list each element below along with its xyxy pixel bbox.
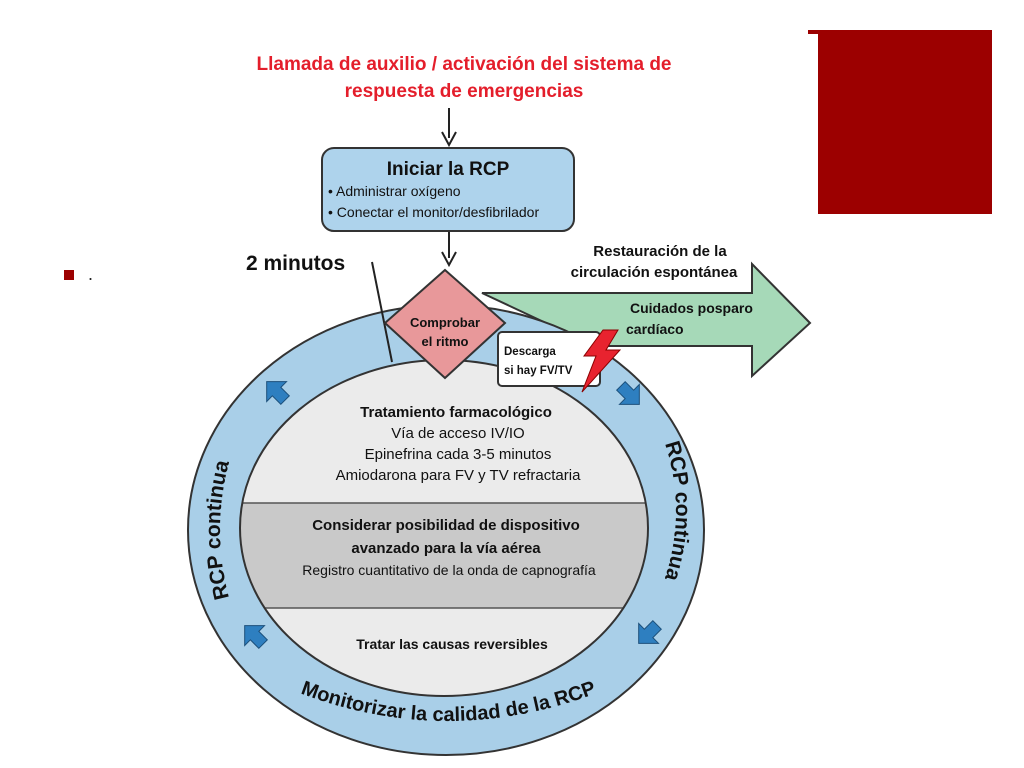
rhythm-check-diamond [383, 268, 507, 380]
slide-bullet: . [64, 264, 93, 285]
rosc-line2: circulación espontánea [571, 264, 738, 281]
bullet-square-icon [64, 269, 74, 280]
drug-therapy-title: Tratamiento farmacológico [360, 404, 552, 421]
arrow-downleft-right-icon [638, 619, 663, 644]
start-cpr-item-2: • Conectar el monitor/desfibrilador [328, 204, 539, 220]
rhythm-check-line1: Comprobar [410, 315, 480, 330]
red-block-notch [808, 30, 818, 34]
post-arrest-line1: Cuidados posparo [630, 300, 753, 316]
call-for-help-line1: Llamada de auxilio / activación del sist… [257, 54, 672, 75]
rosc-line1: Restauración de la [593, 243, 727, 260]
start-cpr-item-1: • Administrar oxígeno [328, 183, 461, 199]
airway-title-2: avanzado para la vía aérea [351, 540, 541, 557]
shock-box [497, 331, 601, 387]
reversible-causes: Tratar las causas reversibles [356, 636, 548, 652]
lightning-bolt-icon [581, 329, 622, 393]
arrow-downright-top-icon [615, 380, 640, 405]
two-minutes-pointer [371, 261, 393, 363]
arrow-down-to-start-icon [441, 108, 457, 148]
arrow-upleft-bottom-icon [244, 625, 269, 650]
drug-therapy-item-1: Vía de acceso IV/IO [391, 425, 524, 442]
call-for-help-line2: respuesta de emergencias [345, 81, 584, 102]
airway-title-1: Considerar posibilidad de dispositivo [312, 517, 580, 534]
rhythm-check-line2: el ritmo [422, 334, 469, 349]
airway-section [240, 503, 648, 608]
start-cpr-box [321, 147, 575, 232]
rosc-arrow-shape [481, 261, 812, 379]
start-cpr-title: Iniciar la RCP [387, 159, 510, 180]
bullet-text: . [88, 264, 94, 284]
arrow-upright-left-icon [266, 381, 291, 406]
shock-line2: si hay FV/TV [504, 365, 573, 377]
drug-therapy-item-3: Amiodarona para FV y TV refractaria [336, 467, 581, 484]
drug-therapy-item-2: Epinefrina cada 3-5 minutos [365, 446, 552, 463]
decorative-red-block [808, 30, 992, 214]
airway-item: Registro cuantitativo de la onda de capn… [302, 562, 596, 578]
shock-line1: Descarga [504, 346, 556, 358]
arrow-down-to-rhythm-icon [441, 232, 457, 268]
post-arrest-line2: cardíaco [626, 321, 684, 337]
red-block-main [818, 30, 992, 214]
two-minutes-label: 2 minutos [246, 252, 345, 275]
